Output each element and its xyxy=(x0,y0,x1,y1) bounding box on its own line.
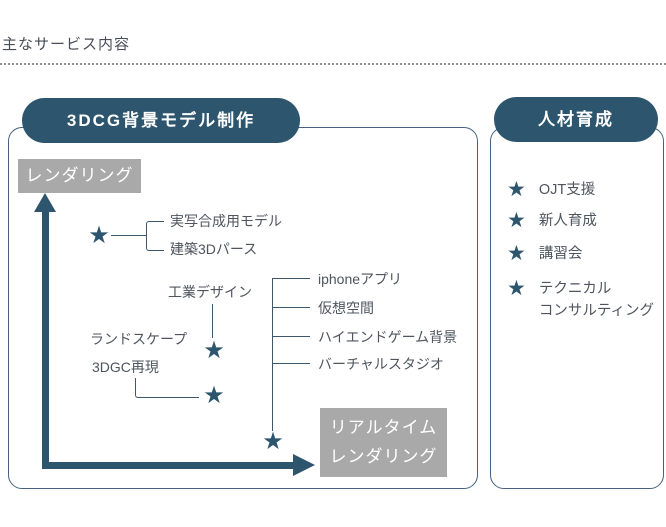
bracket2-branch2 xyxy=(273,307,310,309)
title-divider xyxy=(0,63,666,65)
star-icon: ★ xyxy=(203,382,225,409)
star-icon: ★ xyxy=(507,209,526,232)
training-panel xyxy=(490,127,664,489)
item-iphone-app: iphoneアプリ xyxy=(318,271,403,287)
y-axis-label: レンダリング xyxy=(18,159,141,193)
training-item-label: OJT支援 xyxy=(538,182,596,198)
star-icon: ★ xyxy=(507,242,526,265)
x-axis-label-line2: レンダリング xyxy=(329,447,438,466)
bracket2-branch4 xyxy=(273,363,310,365)
bracket2-branch3 xyxy=(273,336,310,338)
bracket1-bottom xyxy=(146,236,164,251)
bracket2-stem xyxy=(272,278,274,431)
training-item: ★ 講習会 xyxy=(507,243,582,265)
bracket1-top xyxy=(146,221,164,237)
training-item: ★ OJT支援 xyxy=(507,179,595,201)
training-panel-title: 人材育成 xyxy=(494,97,658,142)
star-icon: ★ xyxy=(203,337,225,364)
item-landscape: ランドスケープ xyxy=(90,331,188,347)
x-axis-label: リアルタイム レンダリング xyxy=(320,408,447,477)
bracket2-branch1 xyxy=(273,278,310,280)
star-icon: ★ xyxy=(507,178,526,201)
star-icon: ★ xyxy=(507,277,526,300)
item-virtual-studio: バーチャルスタジオ xyxy=(318,356,444,372)
item-virtual-space: 仮想空間 xyxy=(318,300,374,316)
training-item-label-line1: テクニカル xyxy=(538,281,612,297)
item-highend-game-bg: ハイエンドゲーム背景 xyxy=(318,329,458,345)
page-title: 主なサービス内容 xyxy=(2,36,131,53)
item-3dgc-reproduction: 3DGC再現 xyxy=(92,359,159,375)
y-axis-line xyxy=(42,210,49,469)
training-item-label: テクニカル コンサルティング xyxy=(539,278,654,322)
star-icon: ★ xyxy=(88,222,110,249)
y-axis-arrowhead-icon xyxy=(34,193,56,212)
item-live-action-model: 実写合成用モデル xyxy=(170,213,282,229)
training-item-label-line2: コンサルティング xyxy=(538,303,654,319)
training-item: ★ 新人育成 xyxy=(507,210,597,232)
x-axis-label-line1: リアルタイム xyxy=(329,418,438,437)
x-axis-line xyxy=(42,462,294,469)
training-item-label: 新人育成 xyxy=(538,213,597,229)
connector-3dgc xyxy=(135,378,199,398)
training-item-label: 講習会 xyxy=(538,246,583,262)
training-item: ★ テクニカル コンサルティング xyxy=(507,278,654,322)
connector-star1 xyxy=(111,235,146,237)
production-panel-title: 3DCG背景モデル制作 xyxy=(22,98,300,143)
x-axis-arrowhead-icon xyxy=(293,454,315,476)
star-icon: ★ xyxy=(262,428,284,455)
item-arch-3d-perspective: 建築3Dパース xyxy=(170,241,258,257)
item-industrial-design: 工業デザイン xyxy=(168,284,252,300)
connector-industrial xyxy=(212,304,214,338)
